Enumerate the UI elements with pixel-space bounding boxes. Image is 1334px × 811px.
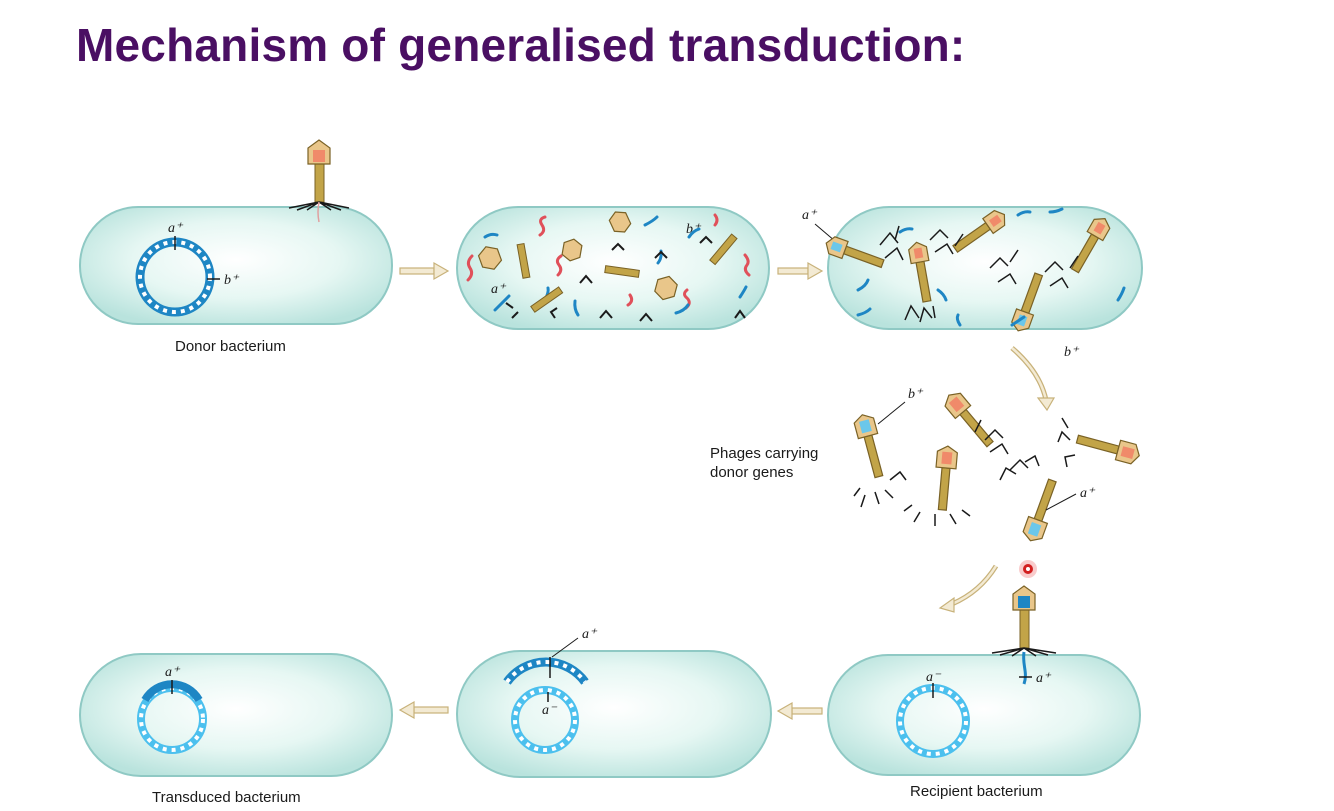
phage-packaging-cell: a⁺ — [802, 206, 1143, 330]
phage-tail-fragments — [505, 235, 746, 322]
recipient-bacterium-caption: Recipient bacterium — [910, 783, 1043, 800]
recipient-a-minus-label: a⁻ — [926, 670, 942, 685]
fragment-b-plus-label: b⁺ — [686, 222, 702, 237]
free-phages — [853, 392, 1140, 542]
arrow-infect — [938, 564, 999, 613]
arrow-step1 — [399, 261, 450, 281]
free-phage-tail-fibers — [853, 417, 1076, 526]
recombination-chromosome — [511, 686, 579, 754]
injected-a-plus-label: a⁺ — [1036, 671, 1052, 686]
pointer-dot — [1019, 560, 1037, 578]
free-phage-b-plus-label: b⁺ — [908, 387, 924, 402]
transduced-bacterium-caption: Transduced bacterium — [152, 789, 301, 806]
donor-fragment-a-plus-label: a⁺ — [582, 627, 598, 642]
arrow-release — [1010, 346, 1056, 412]
page-title: Mechanism of generalised transduction: — [76, 19, 966, 71]
packaged-phage-tail-fibers — [879, 225, 1079, 323]
recombination-a-minus-label: a⁻ — [542, 703, 558, 718]
gene-a-plus-label: a⁺ — [168, 221, 184, 236]
infecting-phage — [288, 139, 350, 223]
recipient-cell: a⁻ a⁺ — [827, 651, 1141, 776]
arrow-step5 — [398, 700, 449, 720]
phage-parts — [477, 211, 738, 313]
donor-cell: a⁺ b⁺ — [79, 206, 393, 325]
free-phage-a-plus-label: a⁺ — [1080, 486, 1096, 501]
donor-bacterium-caption: Donor bacterium — [175, 338, 286, 355]
dna-fragments — [466, 213, 751, 317]
arrow-step4 — [776, 701, 823, 721]
phages-caption-line2: donor genes — [710, 464, 793, 481]
fragment-a-plus-label: a⁺ — [491, 282, 507, 297]
transduced-cell: a⁺ — [79, 653, 393, 777]
packaged-a-plus-label: a⁺ — [802, 208, 818, 223]
transduced-a-plus-label: a⁺ — [165, 665, 181, 680]
released-b-plus-label: b⁺ — [1064, 345, 1080, 360]
released-dna-fragments — [856, 207, 1126, 327]
arrow-step2 — [777, 261, 824, 281]
phages-caption-line1: Phages carrying — [710, 445, 818, 462]
packaged-phages — [825, 209, 1111, 332]
gene-b-plus-label: b⁺ — [224, 273, 240, 288]
recombination-cell: a⁺ a⁻ — [456, 627, 772, 778]
recipient-phage — [991, 585, 1057, 657]
